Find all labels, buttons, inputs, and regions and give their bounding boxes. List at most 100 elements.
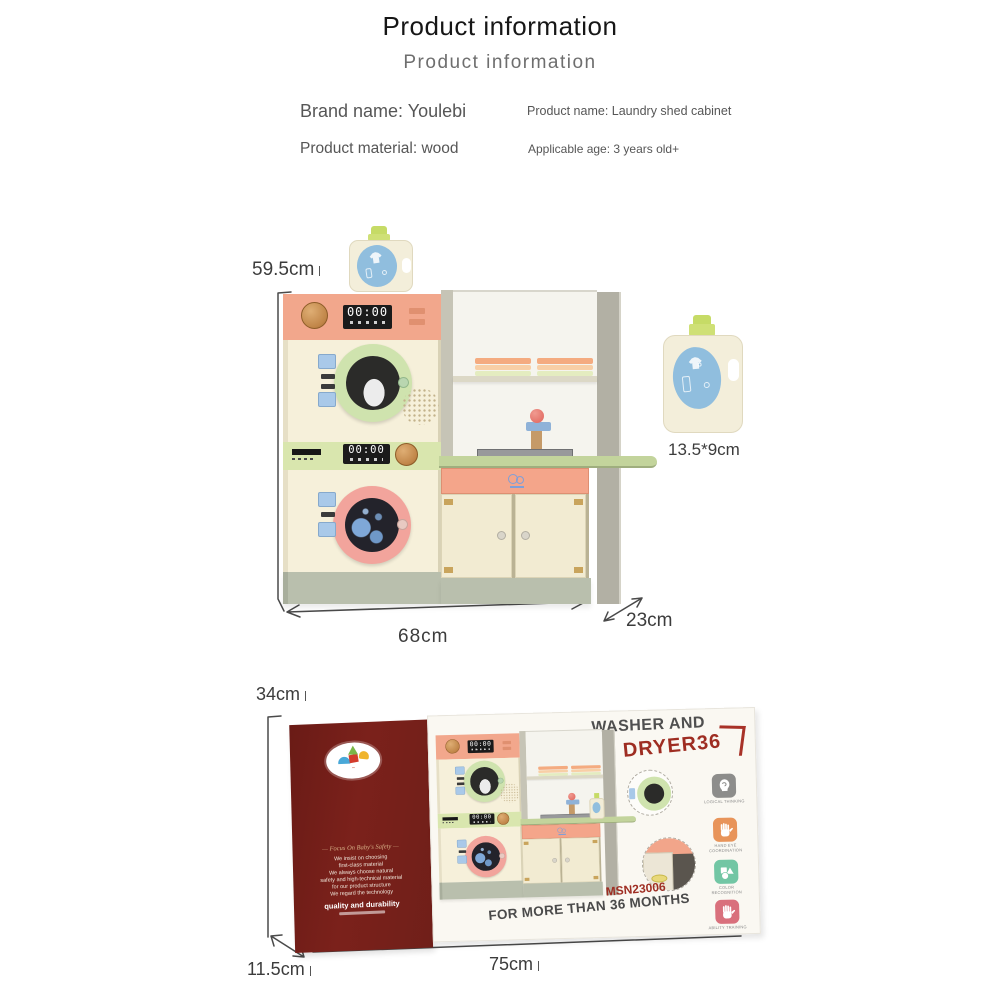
hinge	[593, 875, 599, 880]
hinge	[592, 839, 598, 844]
cabinet-door-right	[561, 837, 601, 883]
cabinet-doors	[441, 494, 589, 578]
bottle-neck	[689, 324, 715, 336]
dryer-slot	[458, 850, 467, 854]
washer-display: 00:00	[343, 305, 392, 329]
feature-badge: ABILITY TRAINING	[704, 899, 751, 931]
elephant-logo	[557, 827, 567, 835]
hinge	[444, 567, 453, 573]
dryer-body	[437, 826, 524, 883]
detergent-bottle-large	[663, 315, 748, 437]
side-tagline: quality and durability	[324, 898, 400, 911]
logo-horse-shape	[358, 750, 370, 760]
box-front-panel: WASHER AND DRYER36 00:00	[427, 706, 761, 943]
cabinet-doors	[522, 837, 602, 884]
bottle-label	[354, 242, 400, 290]
shapes-icon	[713, 859, 739, 885]
box-side-text: — Focus On Baby's Safety — We insist on …	[297, 842, 425, 917]
door-knob	[552, 857, 558, 863]
washer-door-handle	[497, 777, 504, 784]
washer-dryer-cabinet: 00:00	[435, 728, 638, 909]
washer-body	[283, 340, 441, 442]
door-knob	[521, 531, 530, 540]
dryer-door-handle	[499, 852, 506, 859]
display-buttons	[350, 321, 385, 324]
bottle-label	[669, 344, 725, 412]
cabinet-shelf	[453, 376, 597, 382]
box-width-label: 75cm	[489, 954, 540, 975]
washer-door-inset	[626, 769, 674, 817]
bottle-handle-hole	[402, 258, 411, 273]
packaging-box: ~ — Focus On Baby's Safety — We insist o…	[289, 704, 761, 954]
towel-stack	[537, 358, 593, 376]
faucet-spout	[526, 422, 551, 431]
side-subline	[339, 910, 386, 916]
faucet-knob	[530, 409, 544, 423]
inset-hinge-graphic	[628, 788, 636, 800]
washer-porthole	[469, 766, 500, 797]
washer-side-button	[318, 392, 336, 407]
washer-porthole	[346, 356, 400, 410]
spec-brand: Brand name: Youlebi	[300, 101, 467, 121]
shirt-icon	[688, 357, 702, 370]
display-buttons	[350, 458, 383, 461]
bottle-size-label: 13.5*9cm	[668, 440, 740, 459]
tick-mark	[305, 691, 307, 701]
tick-mark	[309, 966, 311, 976]
washer-knob	[301, 302, 328, 329]
side-heading: — Focus On Baby's Safety —	[322, 842, 399, 853]
washer-dryer-stack: 00:00	[283, 294, 441, 604]
cabinet-drawer	[441, 468, 589, 494]
washer-slot	[456, 777, 465, 780]
dryer-display: 00:00	[343, 444, 390, 464]
product-width-label: 68cm	[398, 626, 449, 647]
washer-control-panel: 00:00	[435, 733, 520, 760]
washer-side-button	[454, 766, 465, 775]
dryer-indicator	[292, 449, 321, 455]
box-side-panel: ~ — Focus On Baby's Safety — We insist o…	[289, 719, 434, 954]
dryer-side-button	[456, 839, 467, 848]
washer-body	[436, 757, 522, 814]
spec-age: Applicable age: 3 years old+	[528, 142, 680, 156]
cabinet-base	[523, 881, 604, 898]
box-mini-bottle	[589, 793, 605, 820]
bottle-cap	[693, 315, 711, 325]
dryer-slot	[321, 512, 335, 517]
dryer-knob	[395, 443, 418, 466]
page-title: Product information	[382, 11, 618, 41]
faucet-spout	[566, 799, 580, 805]
washer-dryer-cabinet: 00:00	[283, 290, 658, 622]
dryer-porthole	[345, 498, 399, 552]
feature-badge: LOGICAL THINKING	[701, 773, 748, 805]
dryer-indicator-lights	[292, 458, 316, 460]
page-subtitle: Product information	[403, 52, 597, 73]
speaker-grille	[499, 783, 521, 804]
display-buttons	[473, 820, 491, 823]
feature-badge: HAND EYE COORDINATION	[702, 817, 749, 853]
countertop	[439, 456, 657, 468]
dryer-side-button	[318, 492, 336, 507]
washer-door	[334, 344, 412, 422]
inset-door-graphic	[634, 774, 674, 814]
cabinet-door-right	[515, 494, 586, 578]
display-buttons	[471, 748, 491, 751]
spec-product-name: Product name: Laundry shed cabinet	[527, 104, 732, 118]
cabinet-base	[441, 578, 591, 604]
towel-stack	[475, 358, 531, 376]
dryer-door-handle	[397, 519, 408, 530]
feature-badge: COLOR RECOGNITION	[703, 859, 750, 895]
title-bracket-shape	[715, 725, 746, 756]
product-height-label: 59.5cm	[252, 259, 321, 281]
dryer-body	[283, 470, 441, 572]
detergent-bottle-small	[345, 226, 417, 292]
dryer-porthole	[471, 841, 501, 872]
cabinet-door-left	[522, 838, 561, 884]
washer-display: 00:00	[467, 739, 494, 754]
elephant-logo	[508, 474, 526, 488]
stack-base	[439, 880, 524, 900]
box-depth-label: 11.5cm	[247, 959, 311, 980]
cabinet-door-left	[441, 494, 512, 578]
dryer-side-button	[318, 522, 336, 537]
dryer-door	[464, 835, 508, 878]
